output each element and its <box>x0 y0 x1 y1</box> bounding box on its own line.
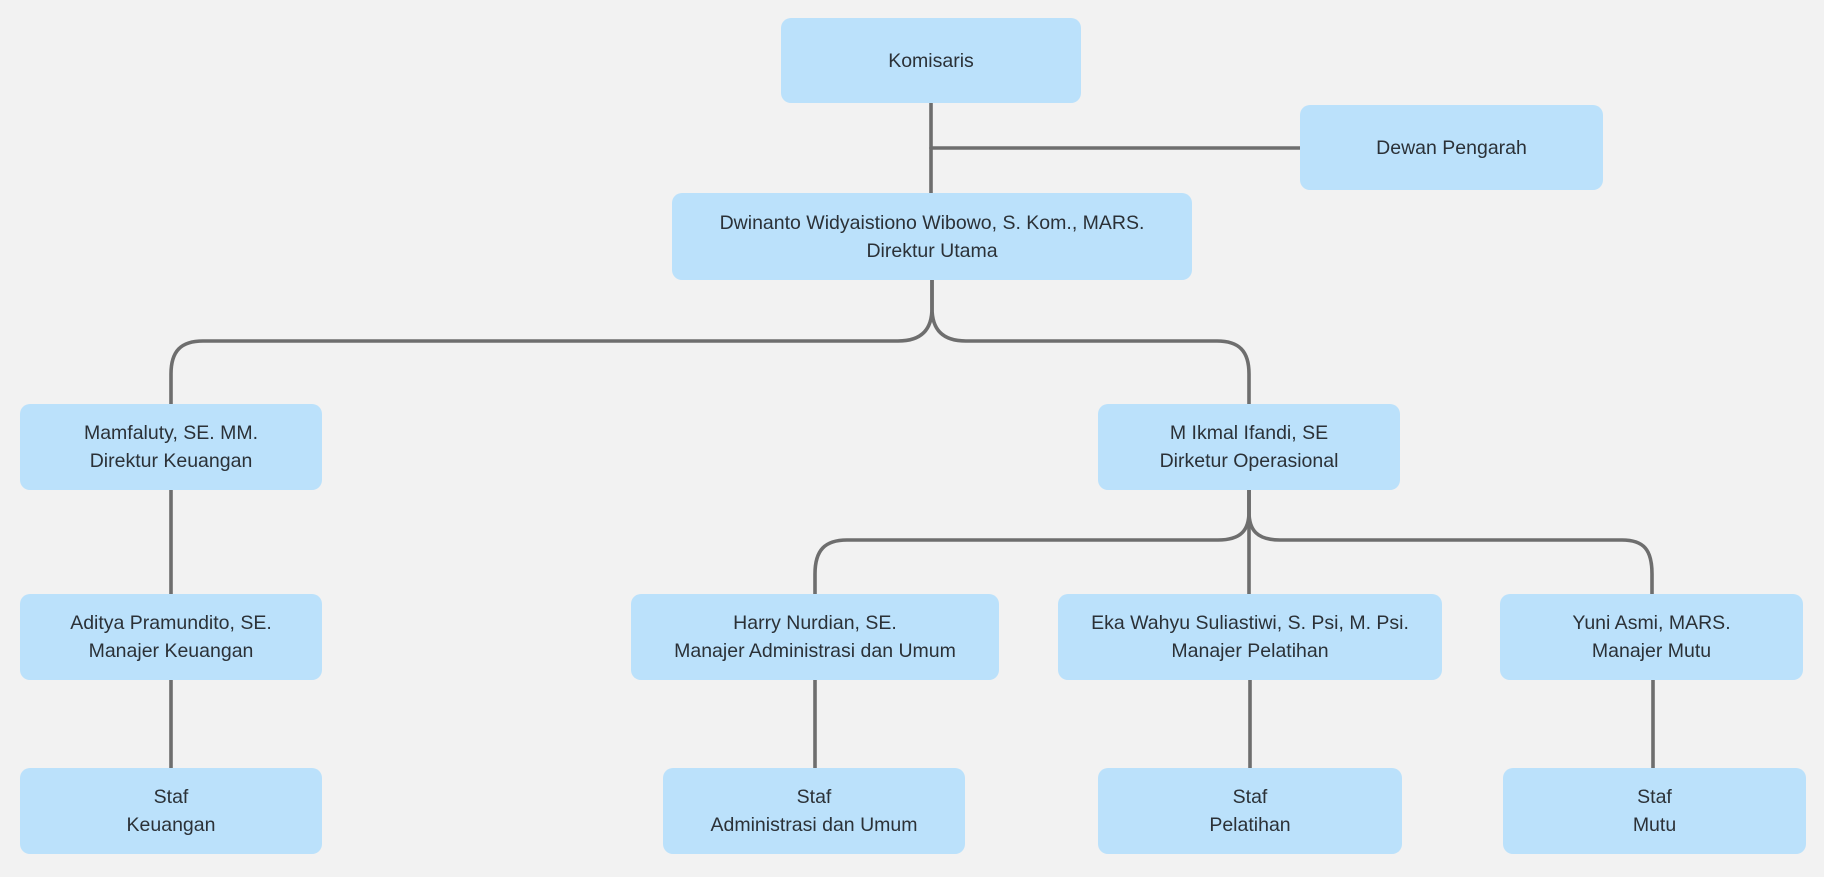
node-staf-pelatihan-title: Staf <box>1232 786 1268 808</box>
node-manajer-administrasi-role: Manajer Administrasi dan Umum <box>674 640 956 662</box>
node-direktur-keuangan-name: Mamfaluty, SE. MM. <box>83 422 259 444</box>
node-direktur-utama: Dwinanto Widyaistiono Wibowo, S. Kom., M… <box>672 193 1192 280</box>
node-direktur-utama-role: Direktur Utama <box>866 239 998 262</box>
node-manajer-mutu: Yuni Asmi, MARS. Manajer Mutu <box>1500 594 1803 680</box>
node-staf-administrasi: Staf Administrasi dan Umum <box>663 768 965 854</box>
node-staf-administrasi-title: Staf <box>796 786 832 808</box>
node-dewan-pengarah-title: Dewan Pengarah <box>1376 136 1527 159</box>
node-direktur-operasional-role: Dirketur Operasional <box>1159 450 1339 472</box>
node-direktur-operasional: M Ikmal Ifandi, SE Dirketur Operasional <box>1098 404 1400 490</box>
node-direktur-keuangan: Mamfaluty, SE. MM. Direktur Keuangan <box>20 404 322 490</box>
node-manajer-pelatihan-role: Manajer Pelatihan <box>1171 640 1329 662</box>
node-komisaris: Komisaris <box>781 18 1081 103</box>
node-staf-mutu-title: Staf <box>1637 786 1672 808</box>
node-staf-mutu-subtitle: Mutu <box>1632 814 1677 836</box>
node-staf-mutu: Staf Mutu <box>1503 768 1806 854</box>
node-manajer-keuangan-role: Manajer Keuangan <box>88 640 254 662</box>
node-manajer-pelatihan: Eka Wahyu Suliastiwi, S. Psi, M. Psi. Ma… <box>1058 594 1442 680</box>
node-manajer-keuangan: Aditya Pramundito, SE. Manajer Keuangan <box>20 594 322 680</box>
node-manajer-administrasi-name: Harry Nurdian, SE. <box>733 612 897 634</box>
node-manajer-administrasi: Harry Nurdian, SE. Manajer Administrasi … <box>631 594 999 680</box>
node-staf-keuangan: Staf Keuangan <box>20 768 322 854</box>
node-dewan-pengarah: Dewan Pengarah <box>1300 105 1603 190</box>
node-manajer-pelatihan-name: Eka Wahyu Suliastiwi, S. Psi, M. Psi. <box>1091 612 1409 634</box>
node-manajer-keuangan-name: Aditya Pramundito, SE. <box>70 612 272 634</box>
edge-direktur-operasional-manajer-administrasi <box>813 488 1251 596</box>
node-staf-administrasi-subtitle: Administrasi dan Umum <box>710 814 918 836</box>
node-staf-keuangan-subtitle: Keuangan <box>126 814 216 836</box>
node-direktur-utama-name: Dwinanto Widyaistiono Wibowo, S. Kom., M… <box>719 211 1145 234</box>
node-staf-keuangan-title: Staf <box>153 786 189 808</box>
edge-direktur-utama-direktur-operasional <box>930 278 1251 406</box>
node-manajer-mutu-name: Yuni Asmi, MARS. <box>1572 612 1731 634</box>
edge-direktur-operasional-manajer-mutu <box>1247 488 1654 596</box>
node-komisaris-title: Komisaris <box>888 49 974 72</box>
node-manajer-mutu-role: Manajer Mutu <box>1591 640 1712 662</box>
node-staf-pelatihan: Staf Pelatihan <box>1098 768 1402 854</box>
node-direktur-keuangan-role: Direktur Keuangan <box>89 450 253 472</box>
node-staf-pelatihan-subtitle: Pelatihan <box>1209 814 1291 836</box>
node-direktur-operasional-name: M Ikmal Ifandi, SE <box>1169 422 1329 444</box>
edge-direktur-utama-direktur-keuangan <box>169 278 934 406</box>
